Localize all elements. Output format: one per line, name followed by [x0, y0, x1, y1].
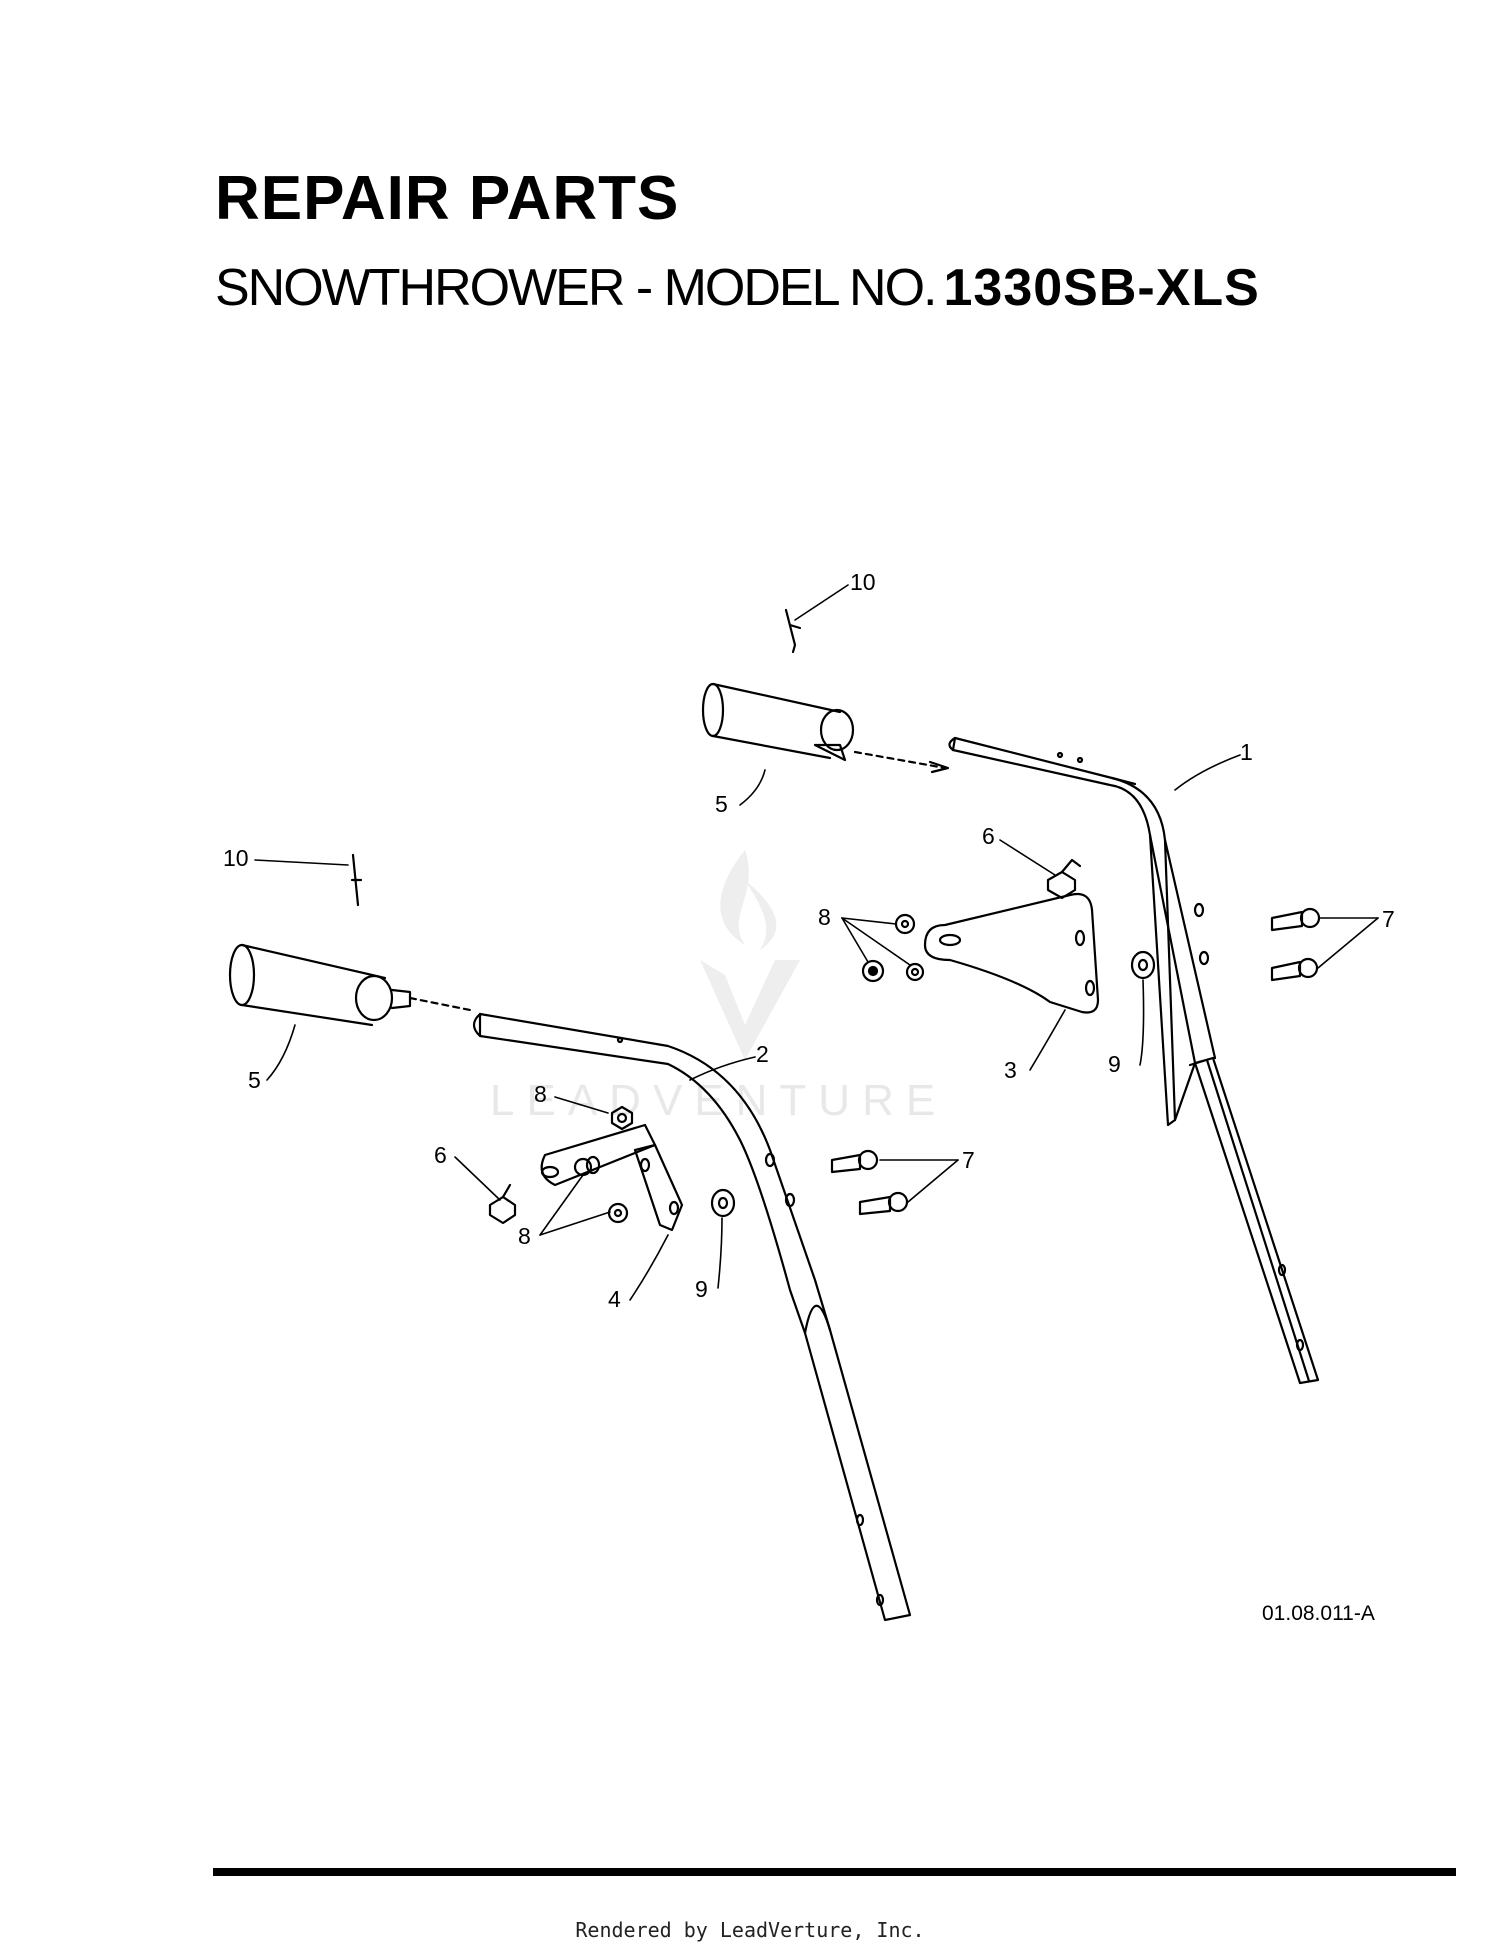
- washer-left-part-9: [710, 1188, 736, 1218]
- callout-1: 1: [1240, 739, 1253, 765]
- leader-lines: [254, 584, 1379, 1301]
- callout-5-right: 5: [715, 791, 728, 817]
- handle-left-part-2: [472, 1012, 912, 1622]
- bolt-right-part-6: [1046, 858, 1082, 900]
- callout-5-left: 5: [248, 1067, 261, 1093]
- page-title: REPAIR PARTS: [215, 164, 680, 233]
- bolts-left-part-7: [830, 1149, 909, 1216]
- callout-3: 3: [1004, 1057, 1017, 1083]
- model-number: 1330SB-XLS: [943, 259, 1260, 317]
- callout-8-left-top: 8: [534, 1081, 547, 1107]
- bolt-left-part-6: [488, 1183, 517, 1225]
- bolts-right-part-7: [1270, 907, 1321, 982]
- callout-6-right: 6: [982, 823, 995, 849]
- callout-9-left: 9: [695, 1276, 708, 1302]
- callout-7-left: 7: [962, 1147, 975, 1173]
- bracket-left-part-4: [540, 1123, 684, 1232]
- page-subtitle: SNOWTHROWER - MODEL NO.1330SB-XLS: [215, 262, 1260, 314]
- nuts-right-part-8: [861, 913, 925, 983]
- grip-right-part-5: [701, 682, 950, 774]
- callout-10-left: 10: [223, 845, 249, 871]
- washer-right-part-9: [1130, 950, 1156, 980]
- callout-9-right: 9: [1108, 1051, 1121, 1077]
- callout-4: 4: [608, 1286, 621, 1312]
- callout-10-right: 10: [850, 569, 876, 595]
- figure-id: 01.08.011-A: [1262, 1602, 1375, 1625]
- callout-labels: 1 2 3 4 5 5 6 6 7 7 8 8 8 9 9 10 10 01.0…: [223, 569, 1395, 1625]
- flame-logo-icon: [700, 850, 800, 1060]
- grip-left-part-5: [228, 943, 472, 1027]
- callout-8-left-bottom: 8: [518, 1223, 531, 1249]
- watermark: LEADVENTURE: [490, 850, 947, 1125]
- callout-7-right: 7: [1382, 906, 1395, 932]
- handle-right-part-1: [948, 736, 1320, 1385]
- footer-rule: [213, 1868, 1456, 1876]
- callout-2: 2: [756, 1041, 769, 1067]
- footer-credit: Rendered by LeadVerture, Inc.: [575, 1918, 925, 1942]
- bracket-right-part-3: [923, 892, 1100, 1014]
- callout-6-left: 6: [434, 1142, 447, 1168]
- subtitle-prefix: SNOWTHROWER - MODEL NO.: [215, 259, 937, 317]
- pin-left-part-10: [350, 853, 363, 907]
- pin-right-part-10: [784, 608, 802, 654]
- callout-8-right: 8: [818, 904, 831, 930]
- watermark-text: LEADVENTURE: [490, 1076, 947, 1125]
